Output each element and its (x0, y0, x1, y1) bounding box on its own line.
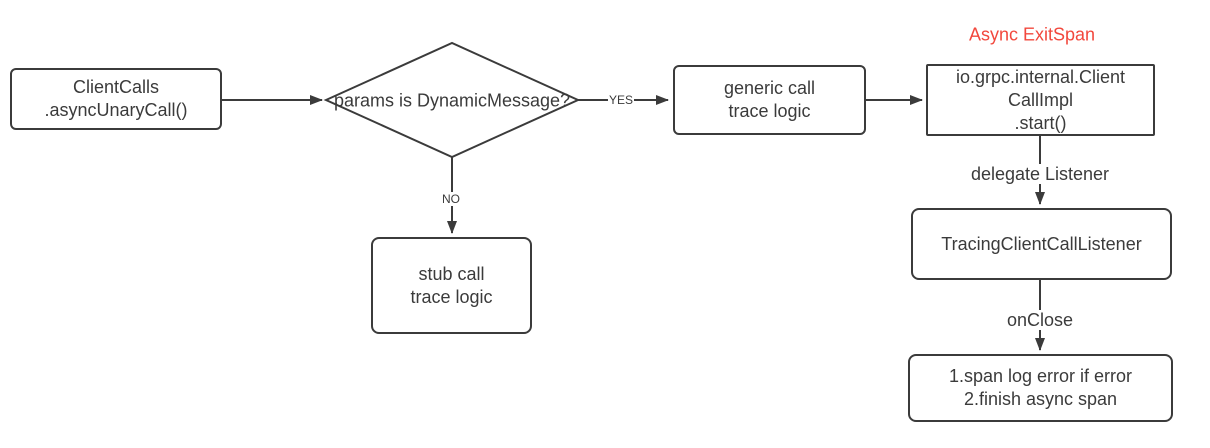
node-clientcalls-asyncunarycall: ClientCalls .asyncUnaryCall() (10, 68, 222, 130)
node-text-line: stub call (418, 263, 485, 284)
node-text-line: .asyncUnaryCall() (44, 100, 188, 120)
node-generic-call-trace-logic: generic call trace logic (673, 65, 866, 135)
async-exitspan-annotation: Async ExitSpan (968, 24, 1096, 45)
node-text-line: generic call (723, 78, 816, 98)
node-text-line: .start() (1014, 112, 1067, 133)
node-text-line: 1.span log error if error (948, 366, 1133, 386)
edge-label-no: NO (441, 192, 461, 206)
node-text-line: trace logic (728, 101, 811, 121)
node-text-line: params (333, 90, 394, 111)
edge-label-delegate-listener: delegate Listener (967, 164, 1113, 184)
node-text-line: is DynamicMessage? (398, 90, 571, 111)
node-text-line: 2.finish async span (963, 389, 1118, 409)
node-text-line: io.grpc.internal.Client (955, 66, 1126, 87)
decision-diamond-text: params is DynamicMessage? (334, 90, 570, 113)
node-text-line: CallImpl (1007, 89, 1073, 110)
node-onclose-actions: 1.span log error if error 2.finish async… (908, 354, 1173, 422)
node-text-line: ClientCalls (72, 77, 160, 97)
node-text-line: trace logic (410, 286, 493, 307)
edge-label-yes: YES (607, 93, 635, 107)
node-clientcallimpl-start: io.grpc.internal.Client CallImpl .start(… (926, 64, 1155, 136)
node-tracingclientcalllistener: TracingClientCallListener (911, 208, 1172, 280)
node-text-line: TracingClientCallListener (941, 233, 1142, 254)
node-stub-call-trace-logic: stub call trace logic (371, 237, 532, 334)
edge-label-onclose: onClose (1003, 310, 1077, 330)
